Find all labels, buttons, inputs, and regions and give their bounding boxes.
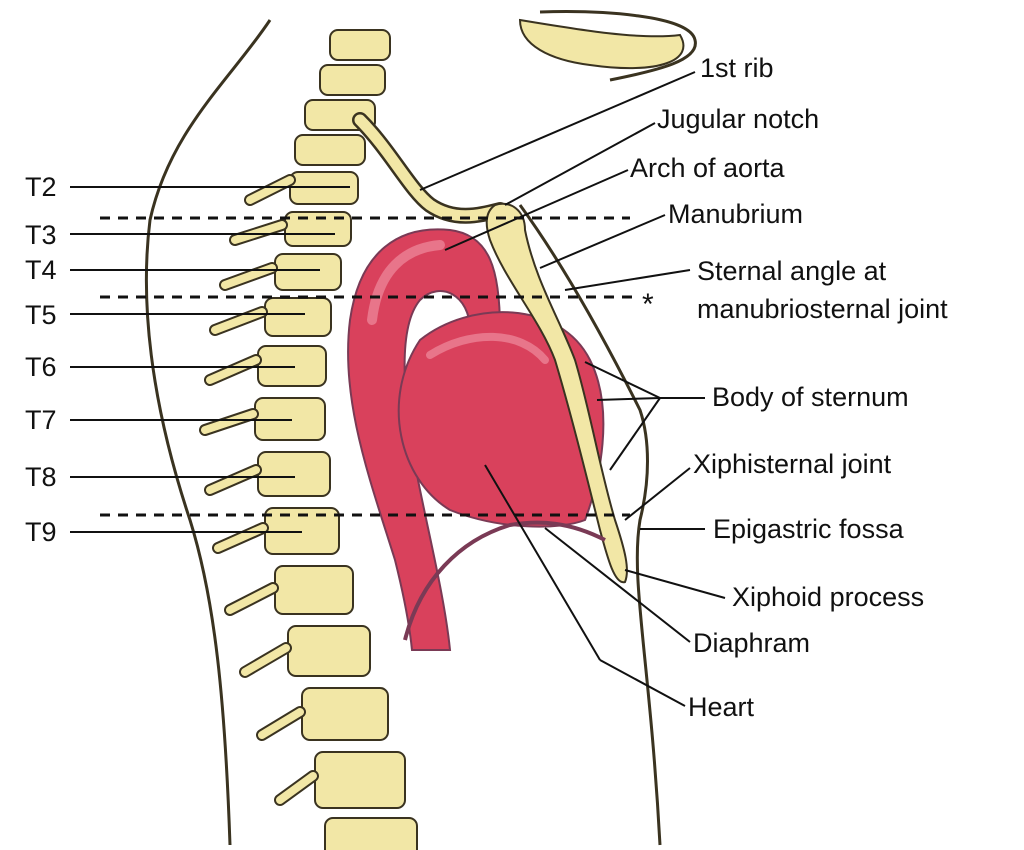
body-outline — [144, 19, 272, 846]
asterisk-marker: * — [642, 288, 654, 321]
label-manubrium: Manubrium — [668, 199, 804, 229]
reference-lines — [100, 216, 635, 517]
aorta-highlight — [367, 240, 445, 325]
label-sternal-angle-line2: manubriosternal joint — [697, 294, 948, 324]
vertebra-c1 — [329, 29, 391, 61]
chest-outline — [518, 204, 662, 846]
vertebra-c4 — [294, 134, 366, 166]
label-arch-of-aorta: Arch of aorta — [630, 153, 785, 183]
label-t8: T8 — [25, 462, 57, 492]
vertebra-t12 — [301, 687, 389, 741]
vertebra-t10 — [274, 565, 354, 615]
label-t9: T9 — [25, 517, 57, 547]
vertebra-l1 — [314, 751, 406, 809]
vertebra-t4 — [274, 253, 342, 291]
diaphragm — [403, 520, 606, 641]
label-first-rib: 1st rib — [700, 53, 774, 83]
structure-leaders — [419, 71, 726, 707]
vertebra-t8 — [257, 451, 331, 497]
spinous-processes-fill — [201, 176, 317, 804]
label-xiphoid-process: Xiphoid process — [732, 582, 925, 612]
neck-outline — [539, 10, 697, 82]
label-t7: T7 — [25, 405, 57, 435]
vertebra-t5 — [264, 297, 332, 337]
first-rib-fill — [354, 114, 506, 222]
jaw-bone — [518, 18, 685, 70]
label-t2: T2 — [25, 172, 57, 202]
label-heart: Heart — [688, 692, 755, 722]
vertebra-leaders — [70, 186, 350, 533]
label-epigastric-fossa: Epigastric fossa — [713, 514, 904, 544]
vertebra-c2 — [319, 64, 386, 96]
label-xiphisternal-joint: Xiphisternal joint — [693, 449, 892, 479]
label-jugular-notch: Jugular notch — [657, 104, 820, 134]
label-sternal-angle-line1: Sternal angle at — [697, 256, 887, 286]
vertebra-l2 — [324, 817, 418, 850]
label-t3: T3 — [25, 220, 57, 250]
label-body-of-sternum: Body of sternum — [712, 382, 909, 412]
heart-highlight — [426, 332, 549, 364]
label-t4: T4 — [25, 255, 57, 285]
label-diaphram: Diaphram — [693, 628, 811, 658]
label-t6: T6 — [25, 352, 57, 382]
label-t5: T5 — [25, 300, 57, 330]
vertebra-t11 — [287, 625, 371, 677]
